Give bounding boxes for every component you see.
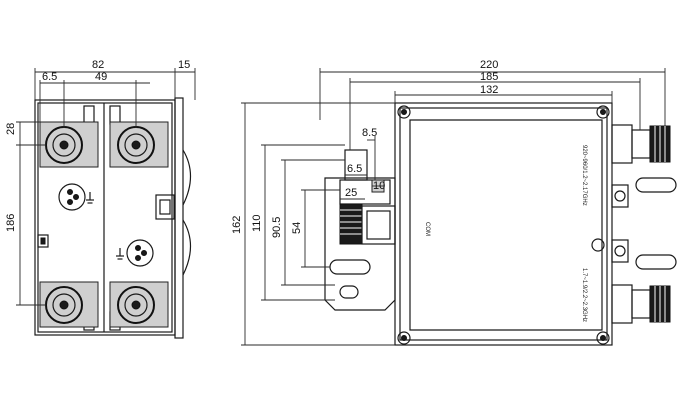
- com-connector-flange: [361, 205, 396, 245]
- screw-br: [596, 331, 610, 345]
- port-label-top: 920~960/1.2~2.17GHz: [581, 145, 587, 206]
- mount-slot-lower: [339, 285, 359, 299]
- screw-tl-center: [401, 109, 407, 115]
- dim-label-185: 185: [480, 71, 498, 83]
- dim-label-220: 220: [480, 59, 498, 71]
- dim-label-54: 54: [291, 222, 303, 234]
- dim-label-25: 25: [345, 187, 357, 199]
- connector-tl-ring: [52, 133, 76, 157]
- dim-label-49: 49: [95, 71, 107, 83]
- screw-bl-center: [401, 335, 407, 341]
- connector-br-pin: [131, 300, 141, 310]
- connector-br-ring: [124, 293, 148, 317]
- port-small-lower: [611, 239, 629, 263]
- connector-bl-ring: [52, 293, 76, 317]
- connector-br-outer: [117, 286, 155, 324]
- top-hinge-right: [109, 105, 121, 125]
- dim-label-82: 82: [92, 59, 104, 71]
- com-connector-cap: [344, 149, 368, 181]
- side-plate-curve: [182, 149, 192, 276]
- connector-tr-ring: [124, 133, 148, 157]
- ground-symbol-upper: [58, 183, 94, 211]
- right-slot-lower: [635, 254, 677, 270]
- top-hinge-left: [83, 105, 95, 125]
- front-view: 82 15 6.5 49 28 186: [5, 59, 196, 339]
- side-center-screw: [591, 238, 605, 252]
- dim-label-132: 132: [480, 84, 498, 96]
- port-label-bottom: 1.7~1.9/2.2~2.3GHz: [581, 268, 587, 322]
- mount-bracket-right: [155, 194, 175, 220]
- dim-label-6-5: 6.5: [42, 71, 57, 83]
- dim-label-15: 15: [178, 59, 190, 71]
- connector-tl-pin: [59, 140, 69, 150]
- dim-label-90-5: 90.5: [271, 217, 283, 238]
- front-body-inner: [37, 102, 173, 333]
- com-connector-flange-inner: [366, 210, 391, 240]
- side-main-inner: [399, 107, 608, 341]
- screw-br-center: [600, 335, 606, 341]
- screw-tl: [397, 105, 411, 119]
- port-small-upper: [611, 184, 629, 208]
- side-plate: [174, 97, 184, 339]
- connector-plate-bl: [39, 281, 99, 328]
- connector-bl-pin: [59, 300, 69, 310]
- port-small-lower-ring: [614, 245, 626, 257]
- mount-bracket-inner: [159, 199, 171, 215]
- port-small-upper-ring: [614, 190, 626, 202]
- dim-label-110: 110: [251, 214, 263, 232]
- mount-slot-upper: [329, 259, 371, 275]
- side-cover-plate: [409, 119, 603, 331]
- latch-left-dot: [40, 237, 46, 245]
- dim-label-8-5: 8.5: [362, 127, 377, 139]
- dim-label-6-5-side: 6.5: [347, 163, 362, 175]
- latch-left: [37, 234, 49, 248]
- dim-label-186: 186: [5, 214, 17, 232]
- connector-plate-tl: [39, 121, 99, 168]
- dim-label-28: 28: [5, 123, 17, 135]
- dim-label-10: 10: [373, 180, 385, 192]
- port-connector-bottom: [611, 284, 671, 324]
- ground-symbol-lower: [116, 239, 154, 267]
- com-label: COM: [424, 222, 430, 236]
- com-connector-thread: [339, 203, 363, 245]
- dim-label-162: 162: [231, 216, 243, 234]
- right-slot-upper: [635, 177, 677, 193]
- connector-tr-pin: [131, 140, 141, 150]
- screw-tr: [596, 105, 610, 119]
- screw-tr-center: [600, 109, 606, 115]
- port-connector-top: [611, 124, 671, 164]
- side-view: 920~960/1.2~2.17GHz 1.7~1.9/2.2~2.3GHz C…: [231, 59, 677, 346]
- screw-bl: [397, 331, 411, 345]
